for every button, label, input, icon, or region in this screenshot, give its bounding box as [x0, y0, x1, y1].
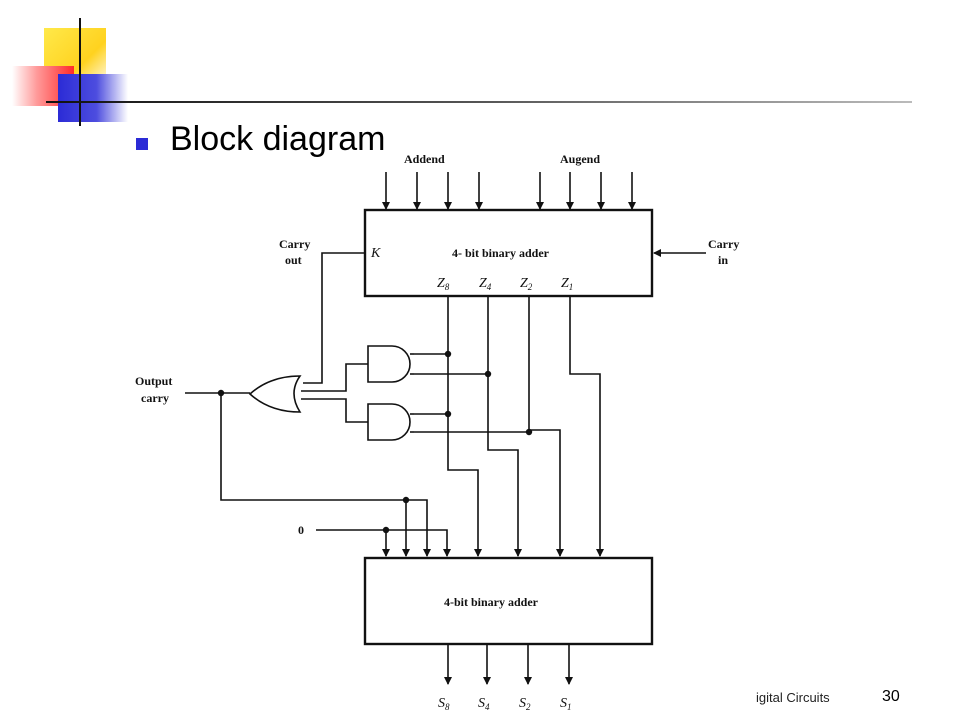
- zero-input-label: 0: [298, 523, 304, 537]
- z4-label: Z4: [479, 276, 492, 292]
- output-carry-feedback: [220, 393, 431, 557]
- decor-blue-square: [58, 74, 128, 122]
- s4-label: S4: [478, 696, 490, 712]
- carry-out-wire: [303, 252, 365, 384]
- carry-out-label-line2: out: [285, 253, 302, 267]
- z1-label: Z1: [561, 276, 573, 292]
- decor-vertical-line: [79, 18, 81, 126]
- output-carry-label-line2: carry: [141, 391, 169, 405]
- top-adder-label: 4- bit binary adder: [452, 246, 550, 260]
- decor-horizontal-rule: [46, 101, 912, 103]
- z2-label: Z2: [520, 276, 533, 292]
- carry-in-label-line1: Carry: [708, 237, 739, 251]
- junction-dot: [444, 350, 452, 358]
- slide-title: Block diagram: [170, 120, 386, 158]
- footer-text: igital Circuits: [756, 690, 830, 705]
- and-gate-2: [367, 403, 411, 441]
- z8-wire: [447, 296, 482, 557]
- zero-wire: [316, 529, 451, 557]
- and1-to-or-wire: [301, 363, 368, 392]
- junction-dot: [444, 410, 452, 418]
- output-carry-label-line1: Output: [135, 374, 172, 388]
- z2-wire: [528, 296, 564, 557]
- z4-wire: [487, 296, 522, 557]
- augend-label: Augend: [560, 152, 600, 166]
- and-gate-1: [367, 345, 411, 383]
- addend-label: Addend: [404, 152, 445, 166]
- and2-to-or-wire: [301, 398, 368, 423]
- page-number: 30: [882, 688, 900, 705]
- junction-dot: [525, 428, 533, 436]
- junction-dot: [217, 389, 225, 397]
- s2-label: S2: [519, 696, 531, 712]
- junction-dot: [382, 526, 390, 534]
- s8-label: S8: [438, 696, 450, 712]
- bottom-adder-box: [363, 556, 654, 646]
- carry-in-label-line2: in: [718, 253, 728, 267]
- bottom-adder-label: 4-bit binary adder: [444, 595, 539, 609]
- z8-label: Z8: [437, 276, 450, 292]
- or-gate: [248, 375, 302, 413]
- junction-dot: [484, 370, 492, 378]
- junction-dot: [402, 496, 410, 504]
- bullet-icon: [136, 138, 148, 150]
- k-label: K: [370, 246, 381, 261]
- s1-label: S1: [560, 696, 572, 712]
- carry-out-label-line1: Carry: [279, 237, 310, 251]
- z1-wire: [569, 296, 604, 557]
